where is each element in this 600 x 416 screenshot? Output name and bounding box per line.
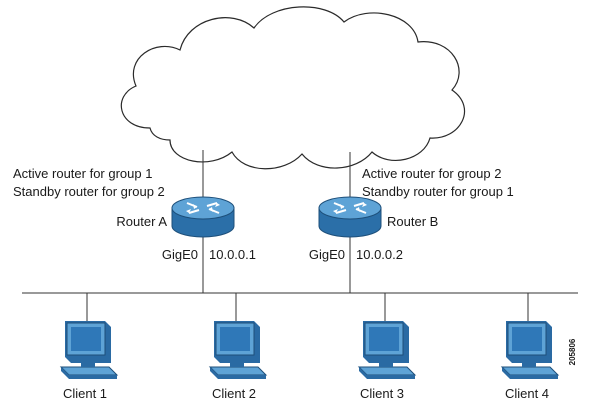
- router-b-label: Router B: [387, 214, 438, 229]
- router-b-interface: GigE0: [309, 247, 345, 262]
- router-a-role-primary: Active router for group 1: [13, 166, 152, 181]
- network-cloud: [120, 6, 465, 170]
- client-3-pc-icon: [358, 320, 416, 380]
- client-3-label: Client 3: [360, 386, 404, 401]
- router-a-interface: GigE0: [162, 247, 198, 262]
- router-b-role-primary: Active router for group 2: [362, 166, 501, 181]
- client-2-label: Client 2: [212, 386, 256, 401]
- router-b-icon: [318, 196, 382, 238]
- router-a-ip: 10.0.0.1: [209, 247, 256, 262]
- client-1-pc-icon: [60, 320, 118, 380]
- router-a-label: Router A: [116, 214, 167, 229]
- router-b-ip: 10.0.0.2: [356, 247, 403, 262]
- client-1-label: Client 1: [63, 386, 107, 401]
- router-a-role-secondary: Standby router for group 2: [13, 184, 165, 199]
- router-a-icon: [171, 196, 235, 238]
- client-2-pc-icon: [209, 320, 267, 380]
- figure-id: 205806: [568, 338, 577, 365]
- client-4-label: Client 4: [505, 386, 549, 401]
- router-b-role-secondary: Standby router for group 1: [362, 184, 514, 199]
- client-4-pc-icon: [501, 320, 559, 380]
